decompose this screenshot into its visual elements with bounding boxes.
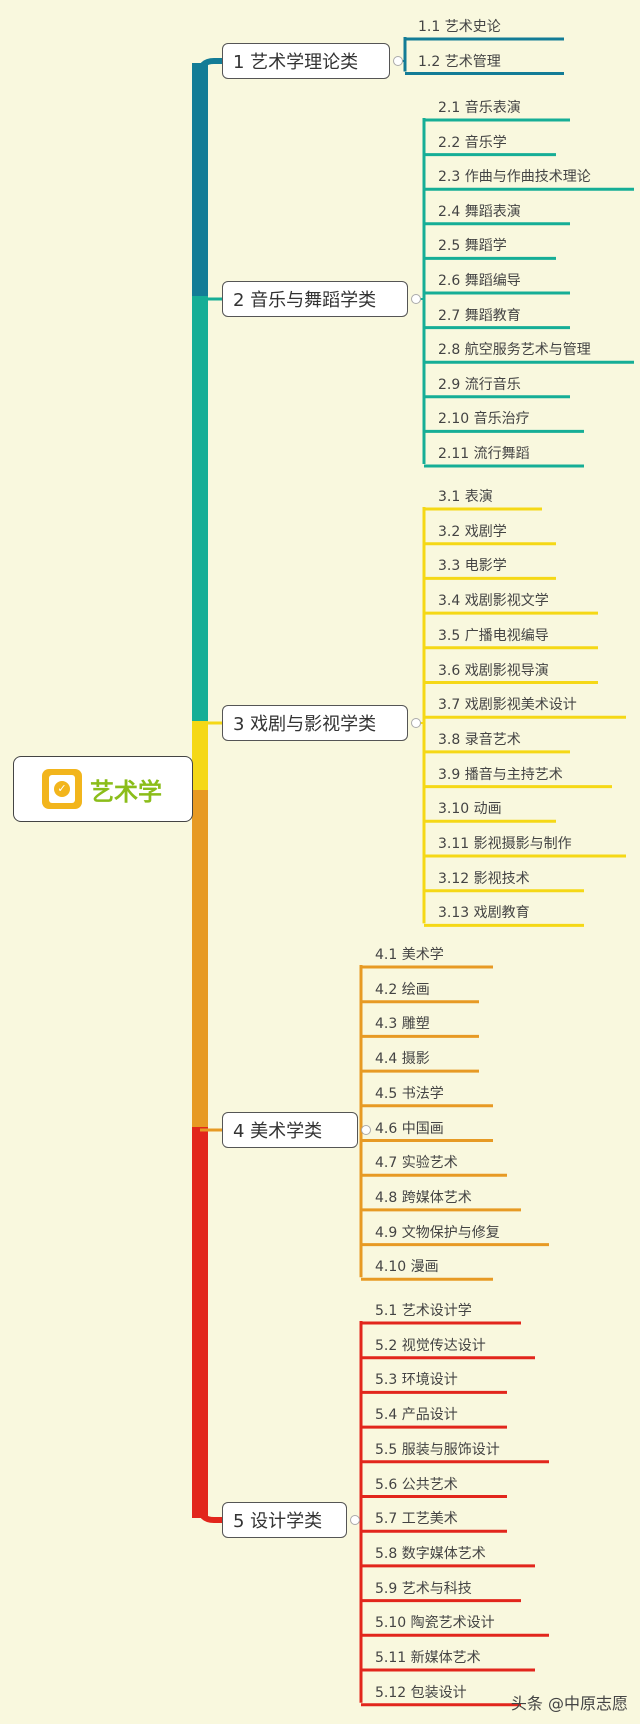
leaf-item[interactable]: 3.5 广播电视编导 bbox=[438, 627, 549, 644]
leaf-item[interactable]: 3.13 戏剧教育 bbox=[438, 905, 530, 922]
leaf-item[interactable]: 3.6 戏剧影视导演 bbox=[438, 662, 549, 679]
branch-node-3[interactable]: 3 戏剧与影视学类 bbox=[222, 705, 408, 741]
leaf-item[interactable]: 2.5 舞蹈学 bbox=[438, 238, 507, 255]
leaf-item[interactable]: 5.7 工艺美术 bbox=[375, 1511, 458, 1528]
leaf-item[interactable]: 4.8 跨媒体艺术 bbox=[375, 1189, 472, 1206]
branch-node-5[interactable]: 5 设计学类 bbox=[222, 1502, 347, 1538]
leaf-item[interactable]: 3.12 影视技术 bbox=[438, 870, 530, 887]
collapse-toggle-icon[interactable] bbox=[350, 1515, 360, 1525]
leaf-item[interactable]: 2.7 舞蹈教育 bbox=[438, 307, 521, 324]
leaf-item[interactable]: 4.4 摄影 bbox=[375, 1051, 430, 1068]
leaf-item[interactable]: 3.4 戏剧影视文学 bbox=[438, 593, 549, 610]
leaf-item[interactable]: 5.11 新媒体艺术 bbox=[375, 1650, 481, 1666]
leaf-item[interactable]: 2.1 音乐表演 bbox=[438, 100, 521, 116]
leaf-item[interactable]: 3.7 戏剧影视美术设计 bbox=[438, 697, 577, 714]
leaf-item[interactable]: 2.9 流行音乐 bbox=[438, 376, 521, 393]
branch-node-2[interactable]: 2 音乐与舞蹈学类 bbox=[222, 281, 408, 317]
leaf-item[interactable]: 3.10 动画 bbox=[438, 801, 502, 818]
leaf-item[interactable]: 4.7 实验艺术 bbox=[375, 1155, 458, 1172]
watermark: 头条 @中原志愿 bbox=[510, 1694, 628, 1713]
leaf-item[interactable]: 5.6 公共艺术 bbox=[375, 1476, 458, 1493]
leaf-item[interactable]: 4.5 书法学 bbox=[375, 1085, 444, 1102]
collapse-toggle-icon[interactable] bbox=[361, 1125, 371, 1135]
leaf-item[interactable]: 5.8 数字媒体艺术 bbox=[375, 1545, 486, 1562]
leaf-item[interactable]: 3.1 表演 bbox=[438, 489, 493, 505]
leaf-item[interactable]: 3.11 影视摄影与制作 bbox=[438, 836, 572, 852]
branch-node-4[interactable]: 4 美术学类 bbox=[222, 1112, 358, 1148]
leaf-item[interactable]: 3.2 戏剧学 bbox=[438, 523, 507, 540]
leaf-item[interactable]: 5.1 艺术设计学 bbox=[375, 1303, 472, 1319]
leaf-item[interactable]: 5.10 陶瓷艺术设计 bbox=[375, 1615, 495, 1632]
leaf-item[interactable]: 3.8 录音艺术 bbox=[438, 731, 521, 748]
leaf-item[interactable]: 5.2 视觉传达设计 bbox=[375, 1337, 486, 1354]
root-node[interactable]: ✓ 艺术学 bbox=[13, 756, 193, 822]
check-badge-icon: ✓ bbox=[42, 769, 82, 809]
leaf-item[interactable]: 2.8 航空服务艺术与管理 bbox=[438, 342, 591, 359]
leaf-item[interactable]: 2.4 舞蹈表演 bbox=[438, 203, 521, 220]
leaf-item[interactable]: 5.3 环境设计 bbox=[375, 1372, 458, 1389]
leaf-item[interactable]: 4.9 文物保护与修复 bbox=[375, 1224, 500, 1241]
branch-node-1[interactable]: 1 艺术学理论类 bbox=[222, 43, 390, 79]
leaf-item[interactable]: 2.2 音乐学 bbox=[438, 134, 507, 151]
leaf-item[interactable]: 2.3 作曲与作曲技术理论 bbox=[438, 169, 591, 186]
leaf-item[interactable]: 3.3 电影学 bbox=[438, 558, 507, 575]
leaf-item[interactable]: 5.5 服装与服饰设计 bbox=[375, 1441, 500, 1458]
leaf-item[interactable]: 4.10 漫画 bbox=[375, 1259, 439, 1276]
leaf-item[interactable]: 4.3 雕塑 bbox=[375, 1016, 430, 1033]
leaf-item[interactable]: 5.12 包装设计 bbox=[375, 1684, 467, 1701]
leaf-item[interactable]: 2.6 舞蹈编导 bbox=[438, 273, 521, 289]
branch-connector-5 bbox=[197, 1505, 222, 1523]
leaf-item[interactable]: 1.2 艺术管理 bbox=[418, 53, 501, 70]
leaf-item[interactable]: 4.6 中国画 bbox=[375, 1120, 444, 1137]
root-title: 艺术学 bbox=[90, 777, 162, 806]
leaf-item[interactable]: 3.9 播音与主持艺术 bbox=[438, 766, 563, 783]
leaf-item[interactable]: 5.9 艺术与科技 bbox=[375, 1580, 472, 1597]
leaf-item[interactable]: 2.10 音乐治疗 bbox=[438, 411, 530, 428]
leaf-item[interactable]: 5.4 产品设计 bbox=[375, 1407, 458, 1424]
collapse-toggle-icon[interactable] bbox=[411, 294, 421, 304]
leaf-item[interactable]: 2.11 流行舞蹈 bbox=[438, 446, 530, 462]
leaf-item[interactable]: 1.1 艺术史论 bbox=[418, 19, 501, 35]
collapse-toggle-icon[interactable] bbox=[393, 56, 403, 66]
leaf-item[interactable]: 4.2 绘画 bbox=[375, 981, 430, 998]
collapse-toggle-icon[interactable] bbox=[411, 718, 421, 728]
leaf-item[interactable]: 4.1 美术学 bbox=[375, 947, 444, 963]
branch-connector-1 bbox=[197, 58, 222, 76]
